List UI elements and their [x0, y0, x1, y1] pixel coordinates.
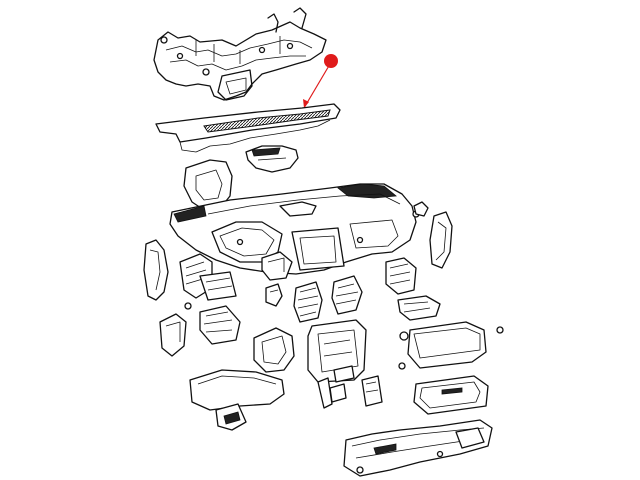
callout-arrowhead	[303, 99, 309, 108]
callout	[303, 54, 338, 109]
right-end-cap	[429, 211, 453, 269]
callout-marker-dot[interactable]	[324, 54, 338, 68]
left-lower-duct	[199, 305, 241, 345]
callout-leader-line	[303, 63, 331, 109]
defroster-bezel	[245, 145, 299, 173]
right-air-outlet	[385, 257, 417, 295]
cross-car-beam	[153, 7, 327, 101]
right-clip	[413, 201, 429, 217]
left-side-bracket	[159, 313, 187, 357]
steering-column-cover	[253, 327, 295, 373]
glove-box-door	[413, 375, 489, 415]
switch-bracket	[265, 283, 283, 307]
glove-box-upper	[399, 321, 504, 369]
left-air-outlet	[179, 253, 237, 310]
instrument-panel-assembly	[169, 183, 420, 275]
instrument-panel-top-cover[interactable]	[155, 103, 341, 153]
center-bracket	[261, 251, 293, 281]
lower-left-knee-panel	[189, 369, 285, 431]
right-mounting-bracket	[397, 295, 441, 321]
left-end-cap	[143, 239, 169, 301]
center-air-outlets	[293, 275, 363, 323]
center-small-clips	[317, 362, 406, 409]
lower-console-trim	[343, 419, 493, 477]
